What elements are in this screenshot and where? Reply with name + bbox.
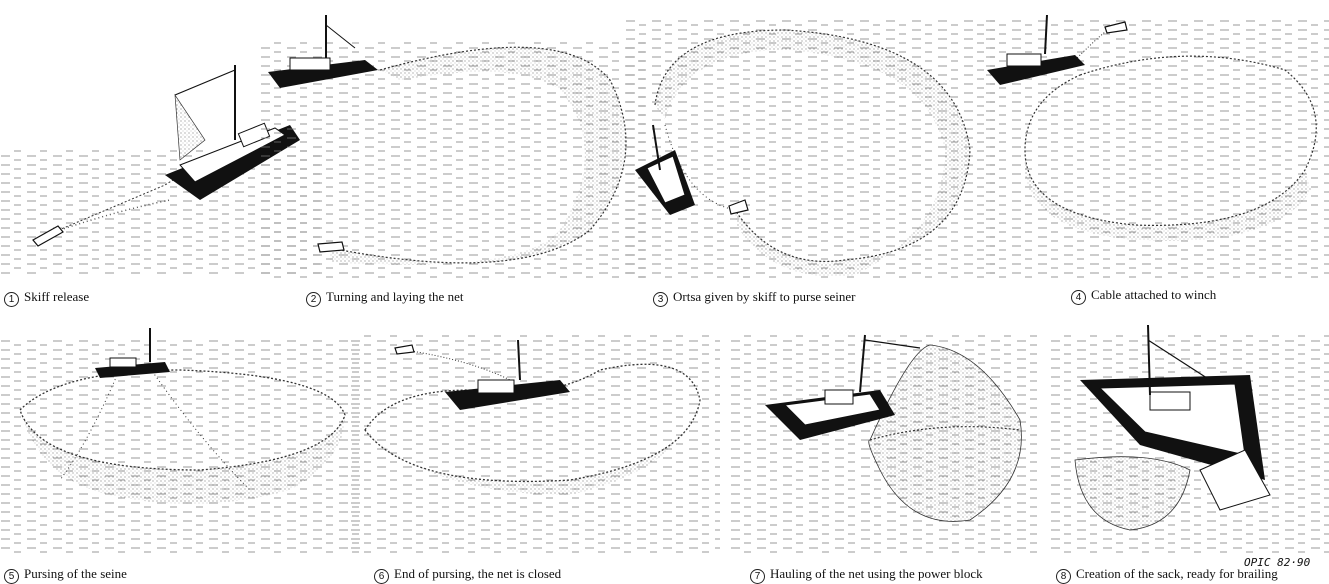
step-label: Pursing of the seine — [24, 566, 127, 581]
pursing-illustration — [0, 320, 360, 560]
cable-winch-illustration — [985, 0, 1329, 285]
step-caption: 6End of pursing, the net is closed — [374, 566, 561, 584]
step-caption: 2 Turning and laying the net — [306, 289, 463, 307]
step-caption: 5Pursing of the seine — [4, 566, 127, 584]
step-label: End of pursing, the net is closed — [394, 566, 561, 581]
artist-signature: OPIC 82·90 — [1244, 556, 1310, 569]
end-pursing-illustration — [350, 320, 720, 560]
turning-net-illustration — [260, 0, 650, 285]
hauling-illustration — [730, 320, 1040, 560]
step-label: Skiff release — [24, 289, 89, 304]
panel-hauling-net: 7Hauling of the net using the power bloc… — [730, 320, 1040, 582]
step-number: 4 — [1071, 290, 1086, 305]
panel-turning-laying-net: 2Turning and laying the net — [260, 0, 650, 285]
step-label: Cable attached to winch — [1091, 287, 1216, 302]
skiff-boat — [318, 242, 344, 252]
panel-end-of-pursing: 6End of pursing, the net is closed — [350, 320, 720, 582]
step-label: Turning and laying the net — [326, 289, 463, 304]
step-caption: 4 Cable attached to winch — [1071, 287, 1216, 305]
step-number: 1 — [4, 292, 19, 307]
step-label: Ortsa given by skiff to purse seiner — [673, 289, 855, 304]
step-label: Hauling of the net using the power block — [770, 566, 983, 581]
water-surface — [350, 335, 720, 555]
step-caption: 3 Ortsa given by skiff to purse seiner — [653, 289, 855, 307]
panel-pursing-seine: 5Pursing of the seine — [0, 320, 360, 582]
step-caption: 7Hauling of the net using the power bloc… — [750, 566, 983, 584]
step-number: 3 — [653, 292, 668, 307]
panel-creation-sack: 8Creation of the sack, ready for brailin… — [1050, 320, 1329, 582]
sack-illustration — [1050, 320, 1329, 560]
step-number: 2 — [306, 292, 321, 307]
panel-ortsa-given: 3Ortsa given by skiff to purse seiner — [625, 0, 995, 285]
panel-cable-winch: 4Cable attached to winch — [985, 0, 1329, 285]
step-caption: 1 Skiff release — [4, 289, 89, 307]
ortsa-illustration — [625, 0, 995, 285]
